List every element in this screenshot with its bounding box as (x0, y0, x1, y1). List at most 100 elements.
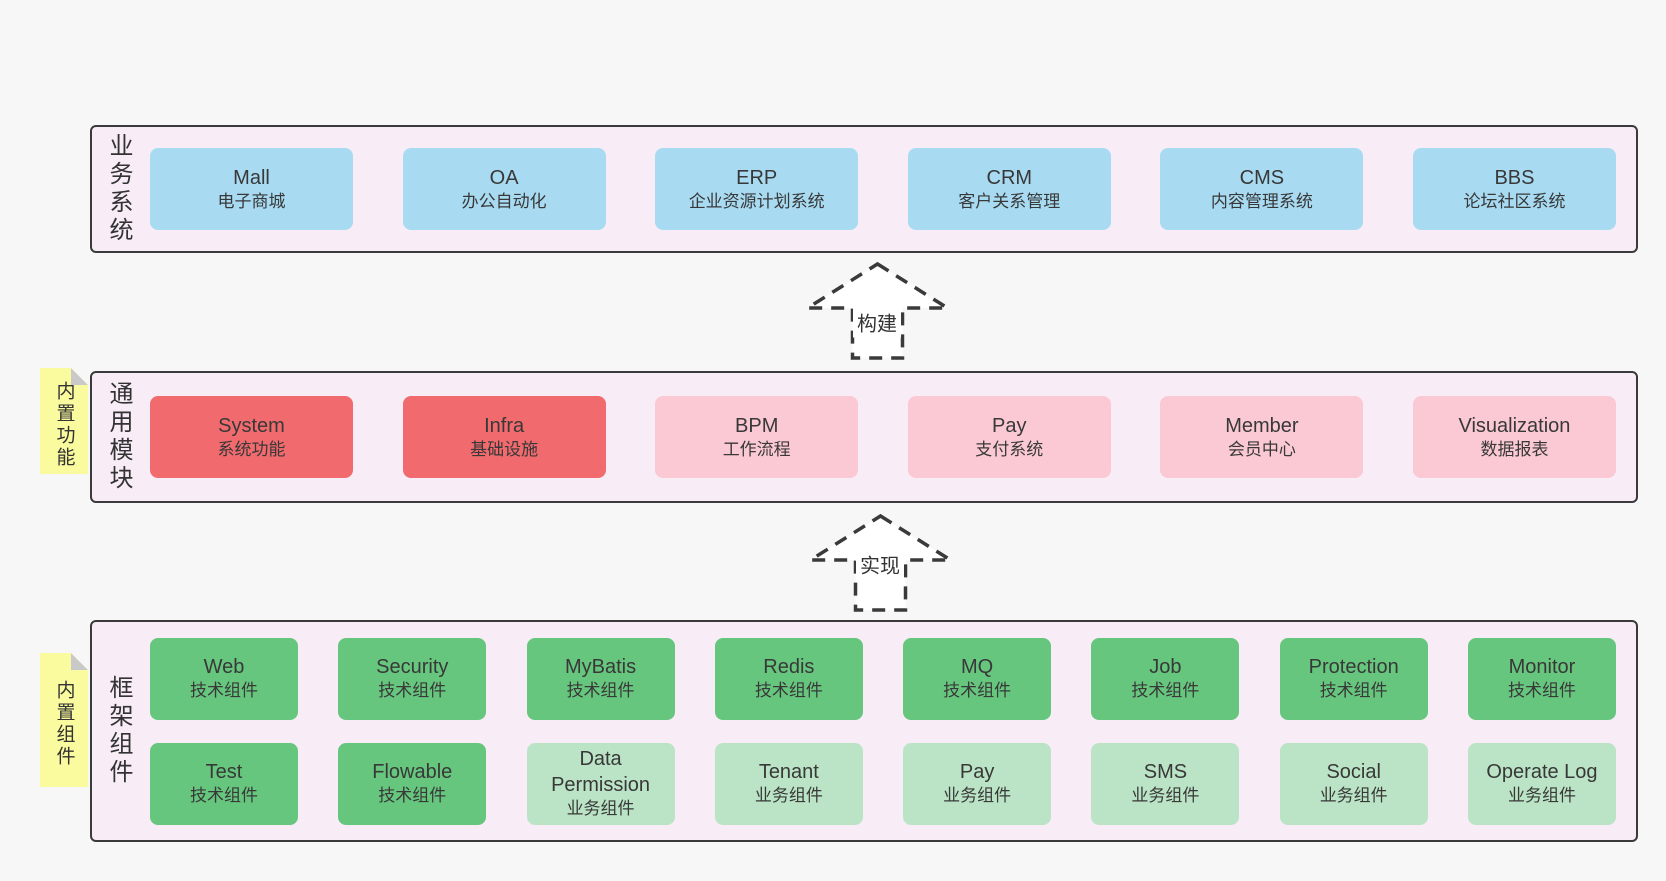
box-sms: SMS 业务组件 (1091, 742, 1240, 825)
box-title: MQ (961, 656, 994, 679)
box-mall: Mall 电子商城 (150, 148, 353, 230)
box-title: Security (376, 656, 449, 679)
biz-components-row: Test 技术组件 Flowable 技术组件 Data Permission … (150, 742, 1616, 825)
box-system: System 系统功能 (150, 396, 353, 478)
box-subtitle: 技术组件 (754, 681, 823, 701)
box-title: Visualization (1458, 414, 1571, 437)
box-subtitle: 会员中心 (1227, 439, 1296, 459)
box-title: Web (203, 656, 245, 679)
common-modules-boxes: System 系统功能 Infra 基础设施 BPM 工作流程 Pay 支付系统… (144, 396, 1636, 478)
box-data-permission: Data Permission 业务组件 (526, 742, 675, 825)
box-web: Web 技术组件 (150, 637, 298, 720)
box-title: Tenant (758, 761, 819, 784)
box-subtitle: 企业资源计划系统 (688, 191, 825, 211)
business-systems-panel: 业务系统 Mall 电子商城 OA 办公自动化 ERP 企业资源计划系统 CRM… (90, 125, 1638, 253)
box-oa: OA 办公自动化 (402, 148, 606, 230)
box-erp: ERP 企业资源计划系统 (655, 148, 859, 230)
box-subtitle: 技术组件 (566, 681, 635, 701)
tech-components-row: Web 技术组件 Security 技术组件 MyBatis 技术组件 Redi… (150, 637, 1616, 720)
box-title: Infra (484, 414, 525, 437)
common-modules-panel: 通用模块 System 系统功能 Infra 基础设施 BPM 工作流程 Pay… (90, 371, 1638, 503)
box-monitor: Monitor 技术组件 (1467, 637, 1616, 720)
box-subtitle: 技术组件 (1131, 681, 1200, 701)
box-flowable: Flowable 技术组件 (338, 742, 487, 825)
box-security: Security 技术组件 (338, 637, 487, 720)
box-title: System (218, 414, 285, 437)
box-title: Operate Log (1486, 761, 1598, 784)
box-subtitle: 客户关系管理 (958, 191, 1061, 211)
builtin-components-tag-label: 内置组件 (53, 680, 75, 768)
business-systems-label: 业务系统 (105, 133, 132, 245)
box-subtitle: 技术组件 (378, 786, 447, 806)
box-subtitle: 数据报表 (1480, 439, 1549, 459)
box-pay-biz: Pay 业务组件 (903, 742, 1052, 825)
box-member: Member 会员中心 (1160, 396, 1364, 478)
box-title: BBS (1494, 166, 1535, 189)
box-title: MyBatis (565, 656, 637, 679)
builtin-components-tag: 内置组件 (40, 653, 88, 787)
box-operate-log: Operate Log 业务组件 (1467, 742, 1616, 825)
box-title: BPM (735, 414, 779, 437)
box-subtitle: 业务组件 (1319, 786, 1388, 806)
box-subtitle: 技术组件 (378, 681, 447, 701)
box-title: Redis (763, 656, 815, 679)
box-subtitle: 系统功能 (217, 439, 286, 459)
common-modules-label: 通用模块 (105, 381, 132, 493)
box-social: Social 业务组件 (1279, 742, 1428, 825)
box-subtitle: 业务组件 (754, 786, 823, 806)
box-title: CRM (986, 166, 1033, 189)
box-title: Data Permission (551, 748, 651, 797)
box-visualization: Visualization 数据报表 (1412, 396, 1616, 478)
box-subtitle: 技术组件 (1507, 681, 1576, 701)
box-infra: Infra 基础设施 (402, 396, 606, 478)
box-title: Pay (992, 414, 1027, 437)
box-subtitle: 业务组件 (1507, 786, 1576, 806)
box-subtitle: 支付系统 (975, 439, 1044, 459)
box-title: Monitor (1508, 656, 1576, 679)
box-subtitle: 业务组件 (566, 799, 635, 819)
builtin-features-tag: 内置功能 (40, 368, 88, 474)
box-title: Flowable (372, 761, 453, 784)
box-cms: CMS 内容管理系统 (1160, 148, 1364, 230)
box-subtitle: 工作流程 (722, 439, 791, 459)
build-arrow-label: 构建 (853, 306, 901, 338)
box-crm: CRM 客户关系管理 (907, 148, 1111, 230)
box-subtitle: 技术组件 (943, 681, 1012, 701)
box-title: Job (1149, 656, 1182, 679)
box-subtitle: 办公自动化 (461, 191, 547, 211)
framework-components-panel: 框架组件 Web 技术组件 Security 技术组件 MyBatis 技术组件… (90, 620, 1638, 842)
box-subtitle: 电子商城 (217, 191, 286, 211)
box-bbs: BBS 论坛社区系统 (1412, 148, 1616, 230)
box-bpm: BPM 工作流程 (655, 396, 859, 478)
box-test: Test 技术组件 (150, 742, 298, 825)
box-subtitle: 业务组件 (943, 786, 1012, 806)
box-title: Test (205, 761, 243, 784)
box-title: Pay (959, 761, 995, 784)
box-subtitle: 技术组件 (1319, 681, 1388, 701)
box-title: Member (1225, 414, 1299, 437)
builtin-features-tag-label: 内置功能 (53, 381, 75, 469)
framework-components-label: 框架组件 (105, 675, 132, 787)
box-subtitle: 技术组件 (190, 681, 258, 701)
box-title: OA (489, 166, 519, 189)
box-job: Job 技术组件 (1091, 637, 1240, 720)
framework-components-rows: Web 技术组件 Security 技术组件 MyBatis 技术组件 Redi… (144, 637, 1636, 825)
box-tenant: Tenant 业务组件 (714, 742, 863, 825)
business-systems-boxes: Mall 电子商城 OA 办公自动化 ERP 企业资源计划系统 CRM 客户关系… (144, 148, 1636, 230)
box-subtitle: 技术组件 (190, 786, 258, 806)
box-title: ERP (736, 166, 778, 189)
box-pay: Pay 支付系统 (907, 396, 1111, 478)
box-redis: Redis 技术组件 (714, 637, 863, 720)
box-title: CMS (1239, 166, 1285, 189)
folded-corner-icon (71, 368, 88, 385)
folded-corner-icon (71, 653, 88, 670)
box-subtitle: 论坛社区系统 (1463, 191, 1566, 211)
box-mq: MQ 技术组件 (903, 637, 1052, 720)
box-subtitle: 内容管理系统 (1210, 191, 1313, 211)
box-protection: Protection 技术组件 (1279, 637, 1428, 720)
implement-arrow-label: 实现 (856, 548, 904, 580)
box-subtitle: 业务组件 (1131, 786, 1200, 806)
box-subtitle: 基础设施 (470, 439, 539, 459)
box-title: Social (1326, 761, 1381, 784)
